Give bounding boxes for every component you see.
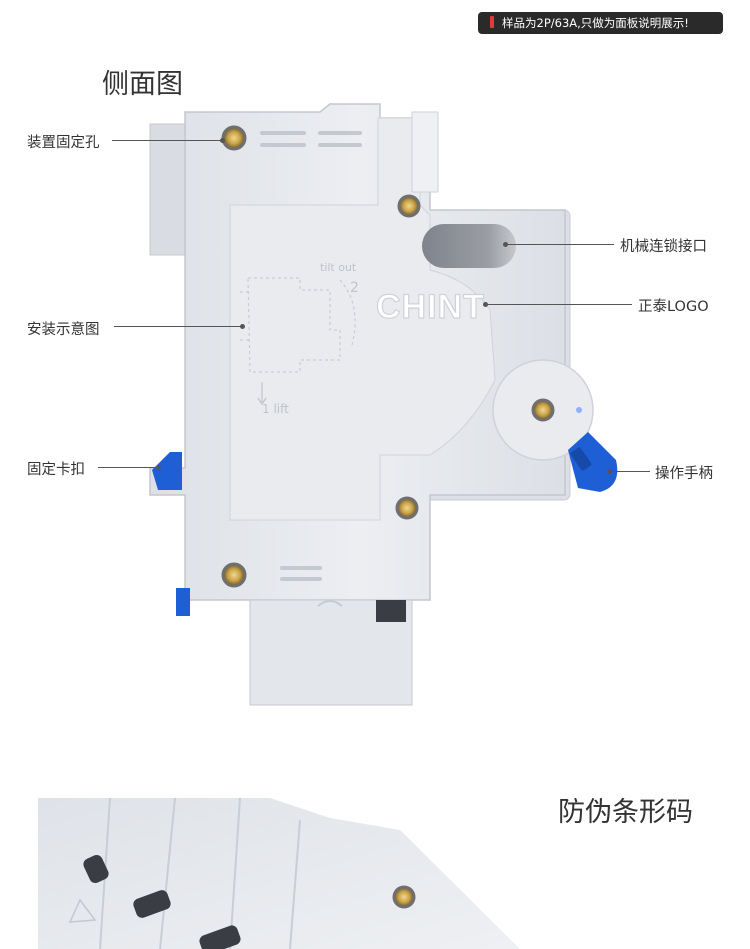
vent-slots [260,131,362,581]
screw-lower-right [395,496,419,520]
label-handle: 操作手柄 [655,466,713,482]
breaker-side-view: CHINT tilt out 2 1 lift [149,103,618,706]
leader-mech-interface [503,242,614,247]
step-two-text: 2 [350,280,359,296]
alert-icon [490,16,494,28]
bottom-terminal [249,599,413,706]
leader-chint-logo [483,302,632,307]
anti-counterfeit-title: 防伪条形码 [558,797,693,828]
screw-mount-hole [221,125,247,151]
blue-handle [568,432,618,492]
screw-handle [531,398,555,422]
screw-bottom-left [221,562,247,588]
label-chint-logo: 正泰LOGO [638,299,709,315]
chint-emboss: CHINT [376,288,485,326]
leader-fix-clip [98,465,161,470]
install-sketch [240,277,356,373]
sample-notice: 样品为2P/63A,只做为面板说明展示! [478,12,723,34]
label-mech-interface: 机械连锁接口 [620,239,707,255]
top-right-lip [411,111,439,193]
screw-upper-right [397,194,421,218]
leader-handle [607,469,650,474]
barcode-photo [38,797,520,949]
label-mount-hole: 装置固定孔 [27,135,100,151]
tilt-out-text: tilt out [320,261,357,274]
blue-clip-foot [176,588,190,616]
label-install-diagram: 安装示意图 [27,322,100,338]
brass-screws [221,125,555,588]
terminal-slot [376,600,406,622]
side-view-title: 侧面图 [102,69,183,100]
breaker-closeup [38,798,520,949]
sample-notice-text: 样品为2P/63A,只做为面板说明展示! [502,16,689,30]
leader-mount-hole [112,138,225,143]
step-one-text: 1 lift [262,402,289,416]
leader-install-diagram [114,324,245,329]
top-left-tab [149,123,186,256]
closeup-screw [392,885,416,909]
interlock-port [422,224,516,268]
label-fix-clip: 固定卡扣 [27,462,85,478]
blue-clip [152,452,182,490]
